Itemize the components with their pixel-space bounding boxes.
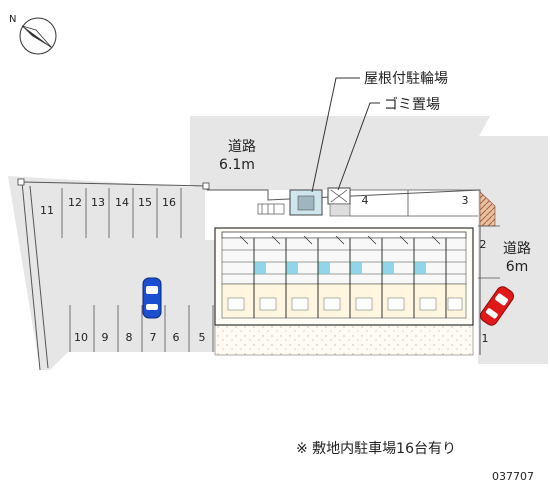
parking-space-label: 12 <box>68 196 82 209</box>
parking-stalls-bottom <box>69 305 214 352</box>
parking-space-label: 1 <box>481 332 489 345</box>
parking-stalls-top <box>61 188 182 238</box>
car-red <box>480 286 514 326</box>
front-yard <box>214 324 474 356</box>
road-east <box>478 136 548 364</box>
compass-north-label: N <box>9 14 17 25</box>
road-north-name: 道路 <box>228 139 256 155</box>
road-north-label: 道路 6.1m <box>218 138 256 174</box>
parking-space-label: 2 <box>479 238 487 251</box>
parking-space-label: 11 <box>40 204 54 217</box>
leader-lines <box>311 77 380 193</box>
stair-highlights <box>254 262 426 274</box>
road-east-name: 道路 <box>503 241 531 257</box>
garbage-area-label: ゴミ置場 <box>384 97 440 113</box>
road-east-label: 道路 6m <box>503 240 531 276</box>
compass-icon <box>19 17 57 55</box>
road-north-width: 6.1m <box>219 157 255 173</box>
parking-space-label: 7 <box>149 331 157 344</box>
parking-space-label: 10 <box>74 331 88 344</box>
parking-space-label: 13 <box>91 196 105 209</box>
parking-space-label: 4 <box>361 194 369 207</box>
footnote: ※ 敷地内駐車場16台有り <box>296 441 456 457</box>
parking-space-label: 8 <box>125 331 133 344</box>
garbage-area <box>327 187 351 217</box>
road-east-width: 6m <box>505 259 529 275</box>
entrance-steps <box>257 203 285 215</box>
roofed-bike-parking <box>289 189 323 216</box>
map-code: 037707 <box>492 470 534 483</box>
boundary-markers <box>17 178 210 190</box>
parking-space-label: 16 <box>162 196 176 209</box>
parking-space-label: 3 <box>461 194 469 207</box>
parking-stalls-right <box>350 189 500 279</box>
parking-space-label: 5 <box>198 331 206 344</box>
roofed-bike-parking-label: 屋根付駐輪場 <box>364 71 448 87</box>
parking-space-label: 6 <box>172 331 180 344</box>
road-north <box>190 116 490 190</box>
parking-space-label: 14 <box>115 196 129 209</box>
parking-space-label: 15 <box>138 196 152 209</box>
apartment-building <box>214 227 474 326</box>
car-blue <box>142 277 162 319</box>
parking-space-label: 9 <box>101 331 109 344</box>
parking-lot-west <box>8 176 215 370</box>
